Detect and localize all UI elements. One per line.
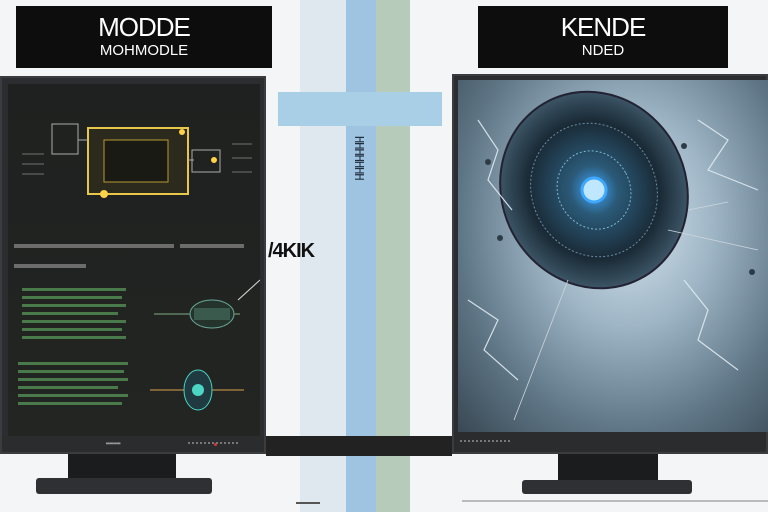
center-label: /4KIK: [268, 240, 315, 262]
left-title-box: MODDE MOHMODLE: [16, 6, 272, 68]
right-stand-base: [522, 480, 692, 494]
left-bezel-brand: ▬▬▬▬: [106, 440, 121, 447]
right-monitor: [452, 74, 768, 454]
right-stand-neck: [558, 454, 658, 482]
code-block-2: [18, 362, 128, 405]
center-strip-blue: [346, 0, 376, 512]
probe-diagram-icon: [154, 279, 260, 329]
glow-probe-icon: [150, 369, 244, 411]
dish-illustration: [467, 90, 759, 421]
right-screen: [458, 80, 768, 432]
left-bezel: ▬▬▬▬: [2, 436, 264, 452]
left-stand-neck: [68, 454, 176, 480]
left-screen: [8, 84, 260, 436]
left-subtitle: MOHMODLE: [99, 42, 189, 59]
chip-diagram-icon: [22, 123, 252, 198]
left-power-led: [214, 443, 217, 446]
center-strip-light: [300, 0, 348, 512]
code-block-1: [22, 288, 126, 339]
right-subtitle: NDED: [581, 42, 625, 59]
right-floor-line: [462, 500, 768, 502]
center-vertical-text: HHHHHHH: [352, 136, 366, 180]
right-title-box: KENDE NDED: [478, 6, 728, 68]
right-title: KENDE: [560, 12, 647, 42]
center-floor-line: [296, 502, 320, 504]
center-crossbar: [278, 92, 442, 126]
left-title: MODDE: [98, 12, 191, 42]
right-button-dots: [460, 440, 510, 446]
left-stand-base: [36, 478, 212, 494]
left-screen-diagrams: [14, 123, 260, 411]
center-dark-bar: [266, 436, 452, 456]
right-bezel: [454, 432, 766, 452]
left-button-dots: [188, 442, 238, 448]
satellite-dish-icon: [499, 90, 689, 290]
left-monitor: ▬▬▬▬: [0, 76, 266, 454]
center-strip-green: [376, 0, 410, 512]
